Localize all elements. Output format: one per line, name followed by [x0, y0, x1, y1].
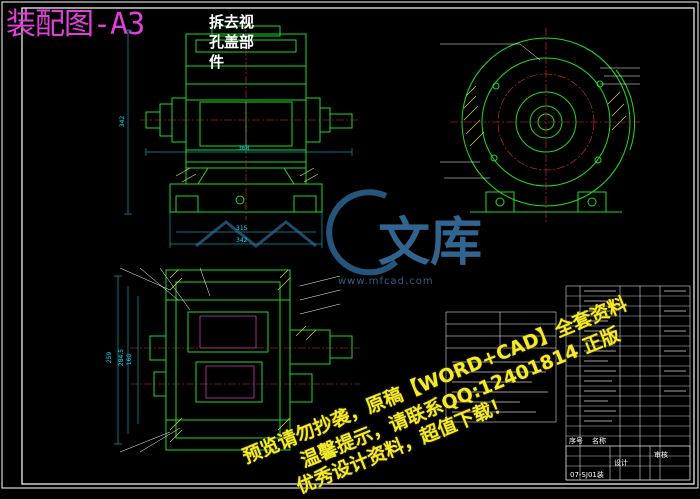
parts-list-cell-text [584, 290, 686, 422]
view-note-line-1: 拆去视 [209, 13, 255, 31]
dim-width-base2: 342 [236, 237, 248, 244]
side-view [461, 37, 636, 213]
title-block-designer: 设计 [614, 459, 628, 467]
plan-view-dimensions [114, 275, 139, 445]
dim-plan-h1: 259 [106, 351, 114, 364]
title-block-review: 审核 [654, 451, 668, 459]
dim-width-bore: 368 [238, 145, 250, 152]
tech-notes-block [445, 311, 557, 423]
title-block [565, 445, 691, 481]
view-note: 拆去视 孔盖部 件 [209, 12, 269, 72]
dim-height-front: 342 [119, 115, 127, 128]
parts-list-name-header: 名称 [592, 437, 606, 445]
side-view-centerlines [450, 28, 640, 222]
inner-frame [21, 7, 695, 485]
side-view-hatch [463, 85, 627, 147]
tech-notes-lines [452, 361, 548, 413]
plan-view-leaders [119, 267, 341, 453]
watermark-brand: 文库 [378, 212, 483, 273]
parts-list-item-header: 序号 [569, 437, 583, 445]
parts-list [565, 285, 691, 481]
front-view-centerlines [140, 20, 360, 220]
title-block-drawing-no: 07-SJ01装 [570, 471, 604, 479]
side-view-leaders [440, 43, 640, 179]
watermark-wave [195, 220, 317, 248]
watermark-url: www.mfcad.com [338, 276, 434, 287]
parts-list-rows [566, 295, 690, 467]
dim-plan-h2: 284.5 [118, 348, 126, 367]
view-note-line-3: 件 [209, 53, 225, 71]
view-note-line-2: 孔盖部 [209, 33, 255, 51]
front-view-dimensions [124, 29, 353, 248]
dim-plan-h3: 160 [126, 353, 134, 366]
sheet-frame [1, 1, 699, 489]
dim-width-base1: 315 [236, 225, 248, 232]
plan-view-hatch [169, 269, 317, 443]
watermark-logo [326, 189, 399, 276]
sheet-title: 装配图-A3 [6, 7, 145, 42]
plan-view-gears [199, 315, 257, 399]
front-view-hatch [175, 167, 319, 183]
plan-view-centerlines [130, 347, 360, 385]
